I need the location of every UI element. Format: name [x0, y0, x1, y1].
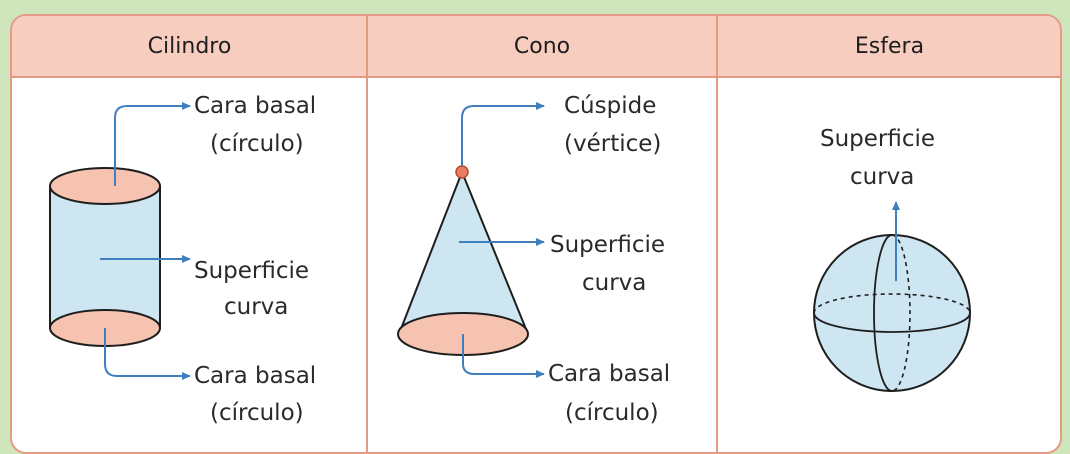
cone-figure [397, 165, 529, 356]
header-esfera: Esfera [854, 33, 925, 59]
cylinder-top-arrow [114, 102, 191, 186]
cylinder-bottom-label-1: Cara basal [194, 363, 316, 389]
cylinder-top-label-2: (círculo) [210, 131, 304, 157]
cone-base-arrow [462, 334, 545, 378]
cylinder-side-label-1: Superficie [194, 258, 309, 284]
column-divider [366, 16, 368, 452]
sphere-equator-back [813, 293, 971, 314]
sphere-surface-label-2: curva [850, 164, 914, 190]
cylinder-bottom-label-2: (círculo) [210, 400, 304, 426]
cylinder-bottom-arrow [104, 328, 191, 380]
header-cono: Cono [513, 33, 571, 59]
table-header-row: Cilindro Cono Esfera [12, 16, 1060, 78]
cylinder-figure [49, 167, 161, 347]
cone-apex-dot [455, 165, 469, 179]
cone-base-label-1: Cara basal [548, 361, 670, 387]
sphere-surface-label-1: Superficie [820, 126, 935, 152]
header-cilindro: Cilindro [147, 33, 232, 59]
sphere-figure [813, 234, 971, 392]
cone-apex-label-1: Cúspide [564, 93, 656, 119]
cylinder-side-label-2: curva [224, 294, 288, 320]
cone-apex-arrow [461, 102, 545, 166]
cylinder-top-label-1: Cara basal [194, 93, 316, 119]
sphere-meridian-front [873, 234, 893, 392]
column-divider [716, 16, 718, 452]
cone-side-label-2: curva [582, 270, 646, 296]
solids-table: Cilindro Cono Esfera Cara basal (círculo… [10, 14, 1062, 454]
cone-base-label-2: (círculo) [565, 400, 659, 426]
cone-side [398, 171, 529, 335]
cone-apex-label-2: (vértice) [564, 131, 661, 157]
cylinder-top-base [49, 167, 161, 205]
sphere-body [813, 234, 971, 392]
sphere-equator-front [813, 312, 971, 333]
cone-side-label-1: Superficie [550, 232, 665, 258]
sphere-meridian-back [891, 234, 911, 392]
figures-canvas: Cara basal (círculo) Superficie curva Ca… [49, 93, 971, 426]
